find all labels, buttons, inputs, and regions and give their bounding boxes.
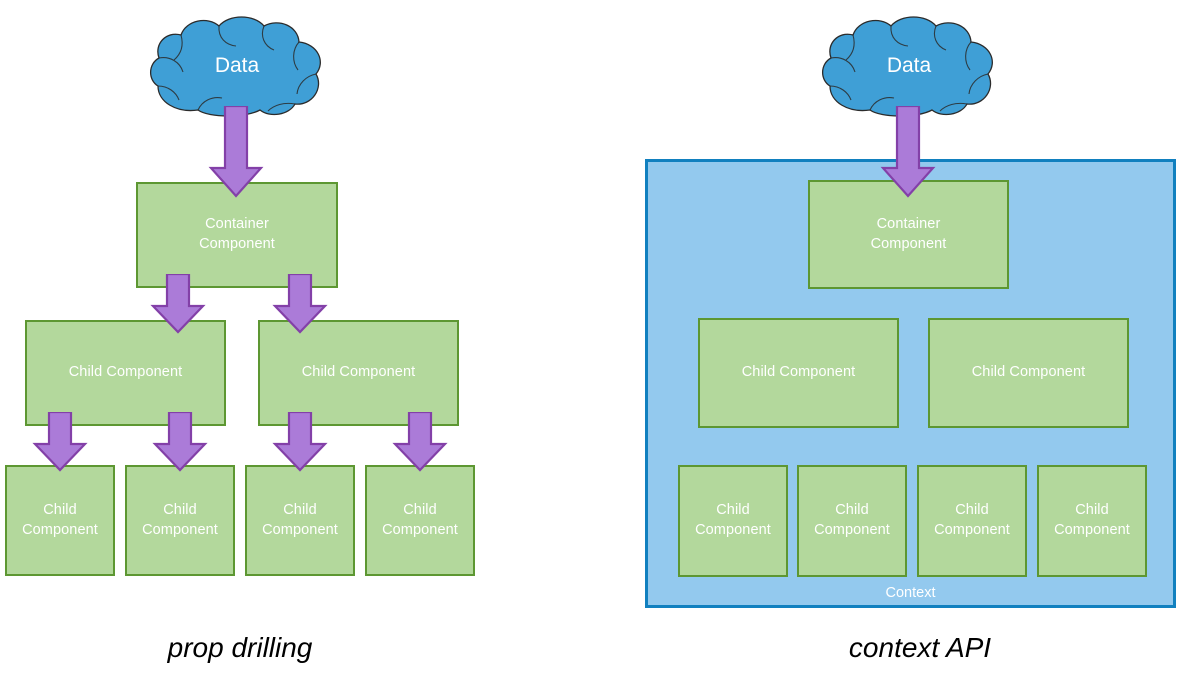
prop-drilling-caption: prop drilling bbox=[167, 632, 313, 663]
arrow-container-to-child-1-left bbox=[150, 274, 206, 334]
arrow-child1-to-leaf-2-left bbox=[152, 412, 208, 472]
right-container-component[interactable]: Container Component bbox=[808, 180, 1009, 289]
left-child-component-leaf-2[interactable]: Child Component bbox=[125, 465, 235, 576]
data-cloud-right bbox=[821, 16, 993, 117]
right-container-component-label: Container Component bbox=[870, 215, 947, 252]
right-child-component-leaf-2-label: Child Component bbox=[814, 502, 890, 538]
right-child-component-mid-2[interactable]: Child Component bbox=[928, 318, 1129, 428]
arrow-child2-to-leaf-4-left bbox=[392, 412, 448, 472]
left-container-component-label: Container Component bbox=[199, 216, 275, 252]
arrow-data-to-container-left bbox=[208, 106, 264, 198]
context-region-label: Context bbox=[885, 585, 936, 601]
context-api-caption: context API bbox=[848, 632, 992, 663]
right-child-component-leaf-1[interactable]: Child Component bbox=[678, 465, 788, 577]
left-child-component-leaf-2-label: Child Component bbox=[142, 501, 218, 538]
right-child-component-leaf-3[interactable]: Child Component bbox=[917, 465, 1027, 577]
left-child-component-mid-2[interactable]: Child Component bbox=[258, 320, 459, 426]
arrow-data-to-container-right bbox=[880, 106, 936, 198]
left-child-component-leaf-1-label: Child Component bbox=[22, 501, 98, 538]
left-child-component-leaf-4-label: Child Component bbox=[382, 501, 458, 538]
left-container-component[interactable]: Container Component bbox=[136, 182, 338, 288]
arrow-container-to-child-2-left bbox=[272, 274, 328, 334]
left-child-component-mid-1-label: Child Component bbox=[68, 364, 183, 381]
right-child-component-leaf-4[interactable]: Child Component bbox=[1037, 465, 1147, 577]
arrow-child1-to-leaf-1-left bbox=[32, 412, 88, 472]
left-child-component-leaf-3[interactable]: Child Component bbox=[245, 465, 355, 576]
right-child-component-leaf-4-label: Child Component bbox=[1054, 502, 1130, 538]
data-cloud-left bbox=[149, 16, 321, 117]
left-child-component-mid-1[interactable]: Child Component bbox=[25, 320, 226, 426]
right-child-component-mid-1-label: Child Component bbox=[741, 364, 856, 381]
left-child-component-leaf-3-label: Child Component bbox=[262, 501, 338, 538]
arrow-child2-to-leaf-3-left bbox=[272, 412, 328, 472]
right-child-component-leaf-3-label: Child Component bbox=[934, 502, 1010, 538]
right-child-component-mid-2-label: Child Component bbox=[971, 364, 1086, 381]
left-child-component-mid-2-label: Child Component bbox=[301, 364, 416, 381]
right-child-component-leaf-1-label: Child Component bbox=[695, 502, 771, 538]
right-child-component-mid-1[interactable]: Child Component bbox=[698, 318, 899, 428]
left-child-component-leaf-4[interactable]: Child Component bbox=[365, 465, 475, 576]
left-child-component-leaf-1[interactable]: Child Component bbox=[5, 465, 115, 576]
right-child-component-leaf-2[interactable]: Child Component bbox=[797, 465, 907, 577]
